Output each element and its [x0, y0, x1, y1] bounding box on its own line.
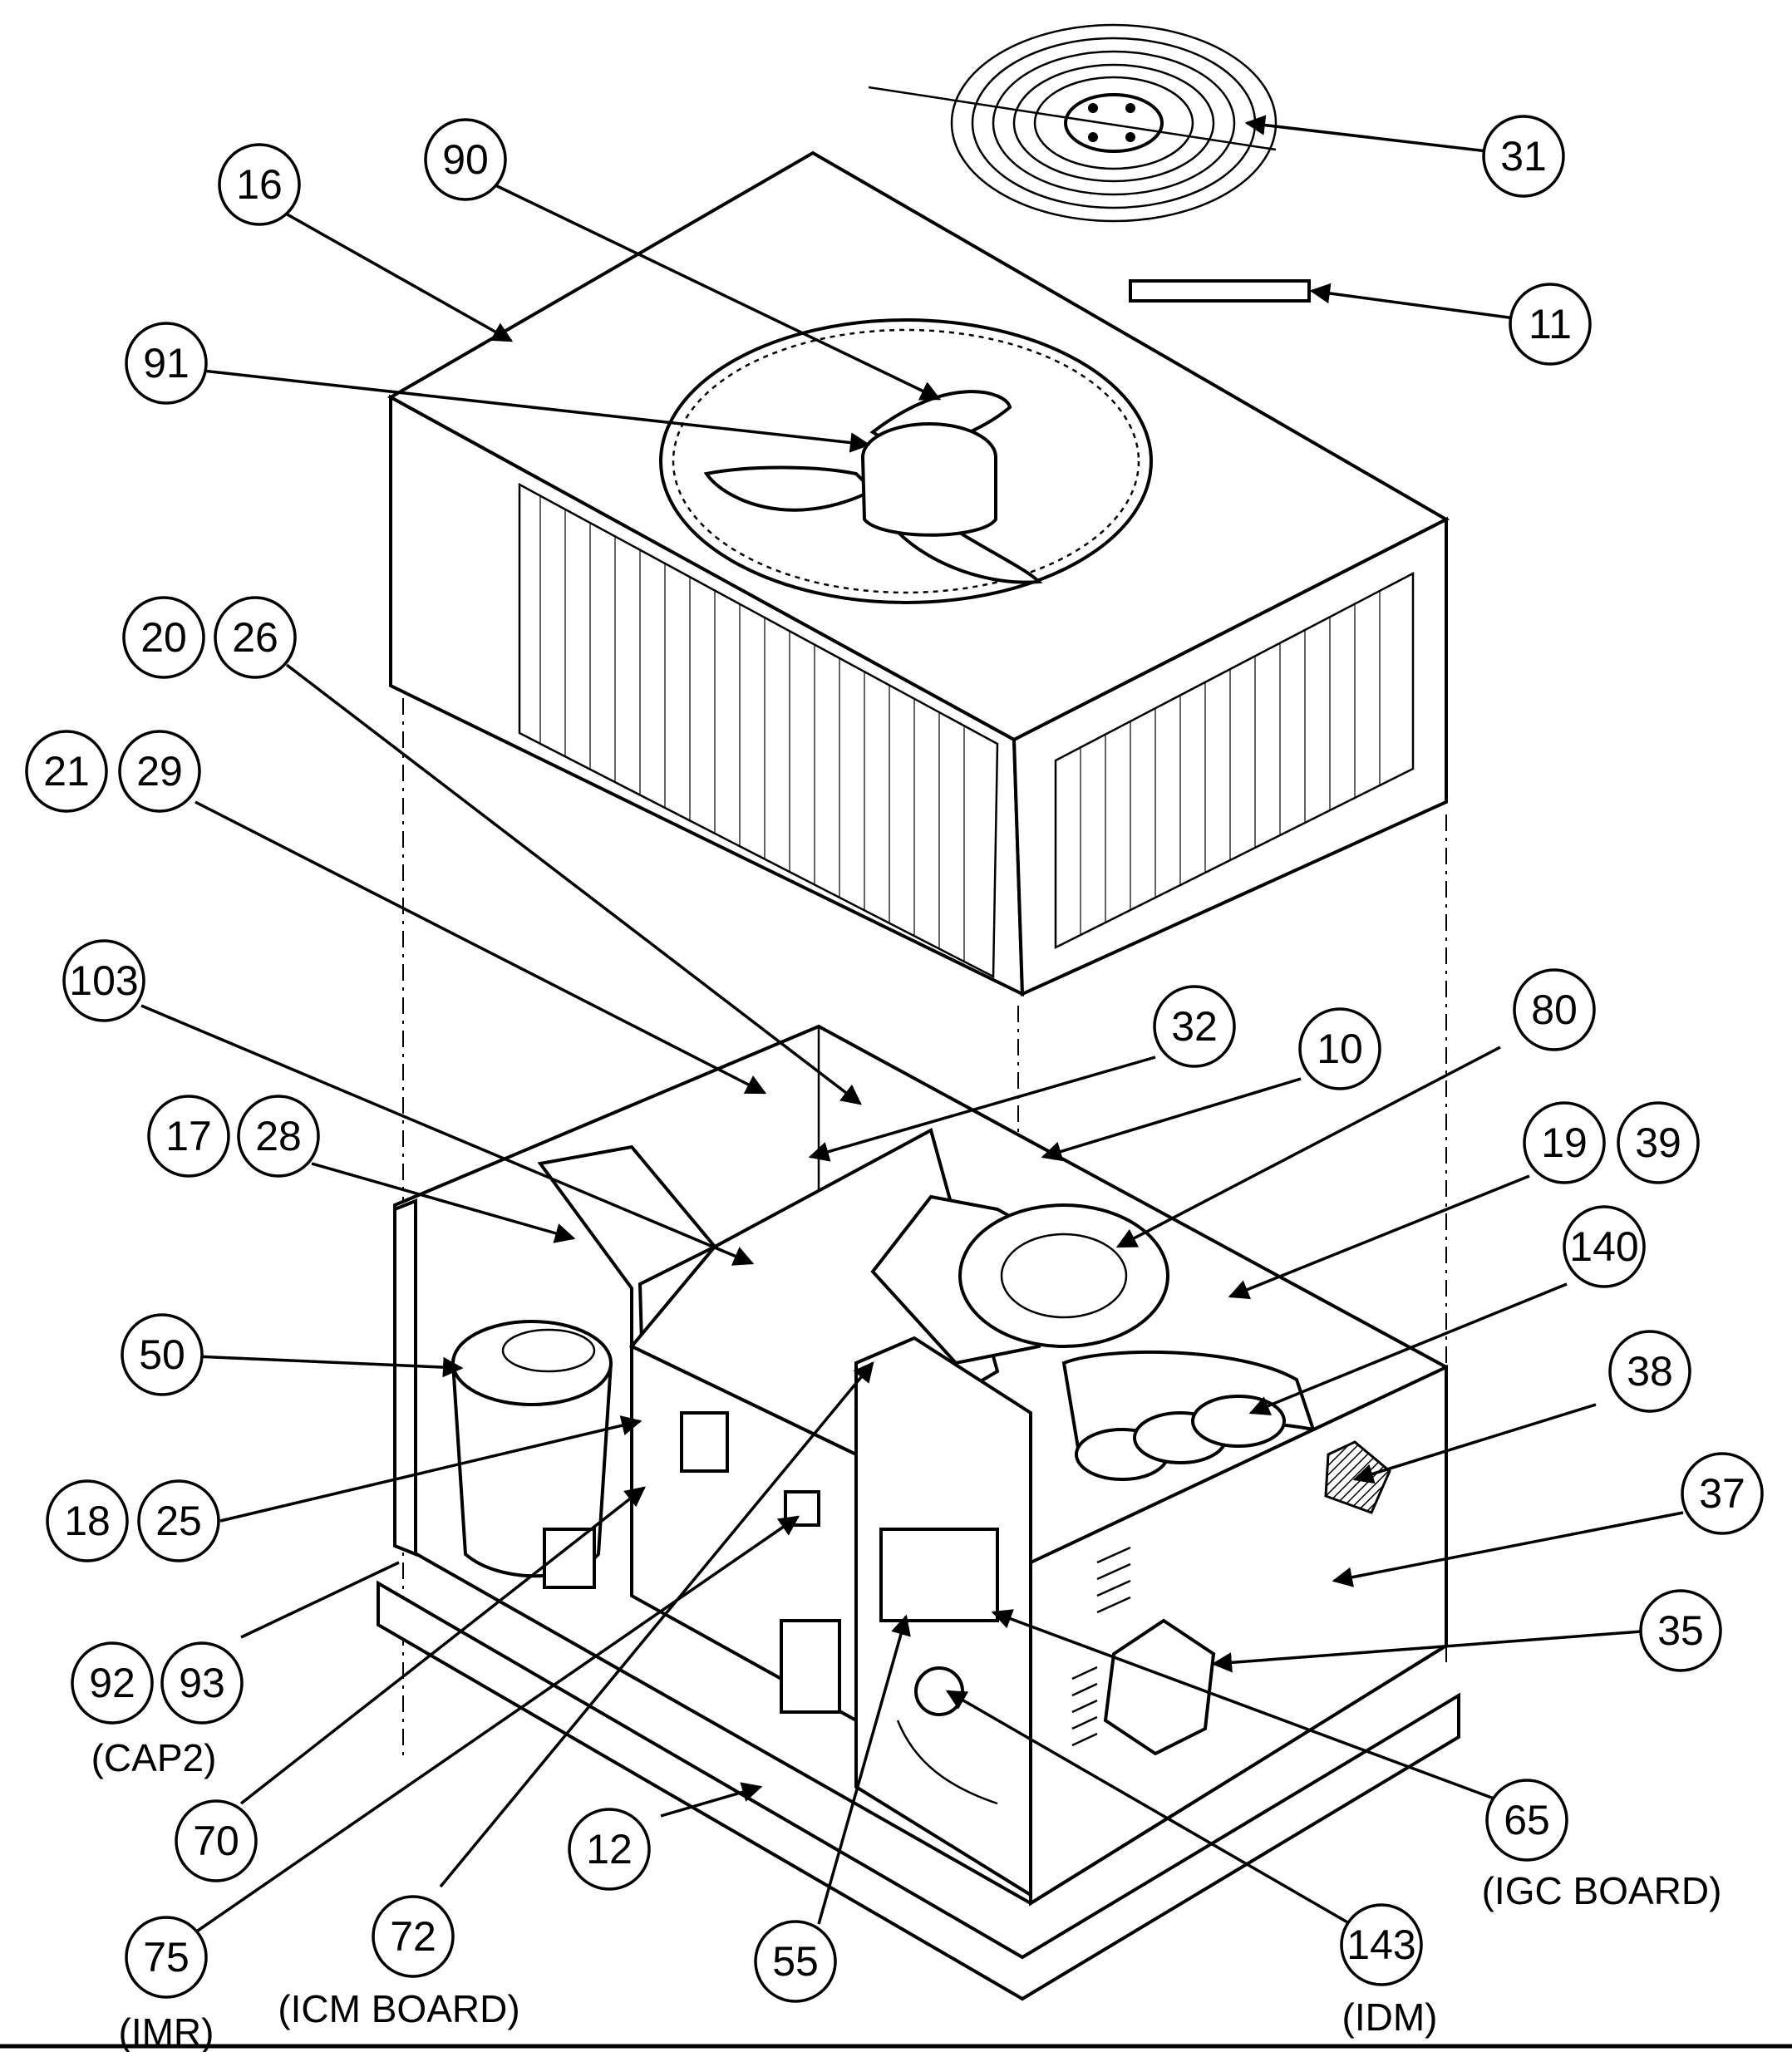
callout-65: 65 [1485, 1779, 1568, 1862]
svg-text:26: 26 [232, 614, 278, 661]
svg-text:17: 17 [165, 1113, 212, 1159]
callout-70: 70 [175, 1799, 258, 1882]
callout-21: 21 [25, 730, 108, 813]
callout-140: 140 [1563, 1205, 1646, 1288]
svg-text:143: 143 [1346, 1922, 1415, 1968]
callout-26: 26 [214, 596, 297, 679]
svg-text:75: 75 [143, 1934, 190, 1981]
callout-10: 10 [1298, 1007, 1381, 1090]
callout-72: 72 [372, 1895, 455, 1978]
svg-text:18: 18 [64, 1498, 111, 1544]
callout-19: 19 [1523, 1101, 1606, 1184]
svg-text:103: 103 [69, 957, 138, 1004]
callout-91: 91 [125, 322, 208, 405]
svg-text:20: 20 [140, 614, 187, 661]
svg-text:28: 28 [255, 1113, 302, 1159]
insulation-strip [1129, 279, 1311, 303]
svg-text:37: 37 [1699, 1470, 1745, 1517]
svg-text:21: 21 [43, 748, 90, 795]
unit-artwork [377, 23, 1460, 2001]
callout-35: 35 [1639, 1589, 1722, 1672]
right-coil-grille [1080, 591, 1381, 935]
compressor [451, 1320, 613, 1589]
svg-text:25: 25 [155, 1498, 202, 1544]
svg-text:31: 31 [1500, 133, 1547, 180]
igc-board-component [879, 1528, 999, 1622]
callout-16: 16 [218, 143, 301, 226]
svg-text:80: 80 [1531, 987, 1578, 1033]
svg-text:10: 10 [1317, 1026, 1363, 1072]
svg-text:90: 90 [442, 136, 489, 183]
callout-32: 32 [1153, 985, 1236, 1068]
callout-11: 11 [1509, 283, 1592, 366]
svg-text:65: 65 [1504, 1797, 1550, 1843]
callout-75: 75 [125, 1916, 208, 1999]
svg-text:93: 93 [179, 1660, 225, 1706]
note-cap2: (CAP2) [91, 1736, 217, 1779]
svg-text:92: 92 [89, 1660, 135, 1706]
callout-17: 17 [147, 1095, 230, 1178]
callout-20: 20 [122, 596, 205, 679]
svg-text:32: 32 [1171, 1003, 1218, 1050]
note-idm: (IDM) [1342, 1995, 1438, 2039]
flue-hood [1103, 1618, 1216, 1756]
fan-guard-grille [868, 23, 1278, 223]
svg-text:91: 91 [143, 340, 190, 386]
callout-37: 37 [1681, 1452, 1764, 1535]
left-coil-grille [539, 495, 965, 962]
callout-93: 93 [160, 1641, 244, 1725]
svg-text:72: 72 [390, 1913, 436, 1960]
svg-text:16: 16 [236, 161, 283, 208]
callout-38: 38 [1608, 1330, 1691, 1413]
svg-text:38: 38 [1627, 1348, 1673, 1395]
relay-component [680, 1411, 729, 1473]
callout-29: 29 [118, 730, 201, 813]
callout-143: 143 [1340, 1903, 1423, 1986]
callout-50: 50 [121, 1313, 204, 1396]
callout-25: 25 [137, 1479, 220, 1562]
callout-28: 28 [237, 1095, 320, 1178]
svg-text:29: 29 [136, 748, 183, 795]
callout-80: 80 [1513, 968, 1596, 1051]
callout-31: 31 [1482, 115, 1565, 198]
callout-55: 55 [754, 1920, 837, 2003]
svg-text:140: 140 [1569, 1223, 1638, 1270]
svg-text:35: 35 [1657, 1607, 1704, 1654]
base-unit [377, 1024, 1460, 2001]
svg-text:19: 19 [1541, 1119, 1588, 1166]
svg-text:12: 12 [586, 1826, 633, 1872]
note-igc-board: (IGC BOARD) [1482, 1869, 1722, 1912]
callout-92: 92 [71, 1641, 154, 1725]
note-icm-board: (ICM BOARD) [278, 1987, 519, 2030]
svg-text:39: 39 [1635, 1119, 1681, 1166]
leader-lines [140, 115, 1684, 1934]
callout-39: 39 [1617, 1101, 1700, 1184]
callout-12: 12 [568, 1808, 651, 1891]
callout-103: 103 [62, 939, 145, 1022]
icm-board-component [784, 1490, 820, 1527]
svg-text:55: 55 [772, 1938, 819, 1985]
callout-90: 90 [424, 118, 507, 201]
svg-text:11: 11 [1529, 301, 1572, 347]
inducer-motor-component [914, 1666, 964, 1716]
svg-text:70: 70 [193, 1818, 239, 1864]
callout-18: 18 [46, 1479, 129, 1562]
panel-louvers [1071, 1546, 1131, 1747]
top-cover-assembly [386, 150, 1450, 997]
svg-text:50: 50 [139, 1331, 185, 1378]
